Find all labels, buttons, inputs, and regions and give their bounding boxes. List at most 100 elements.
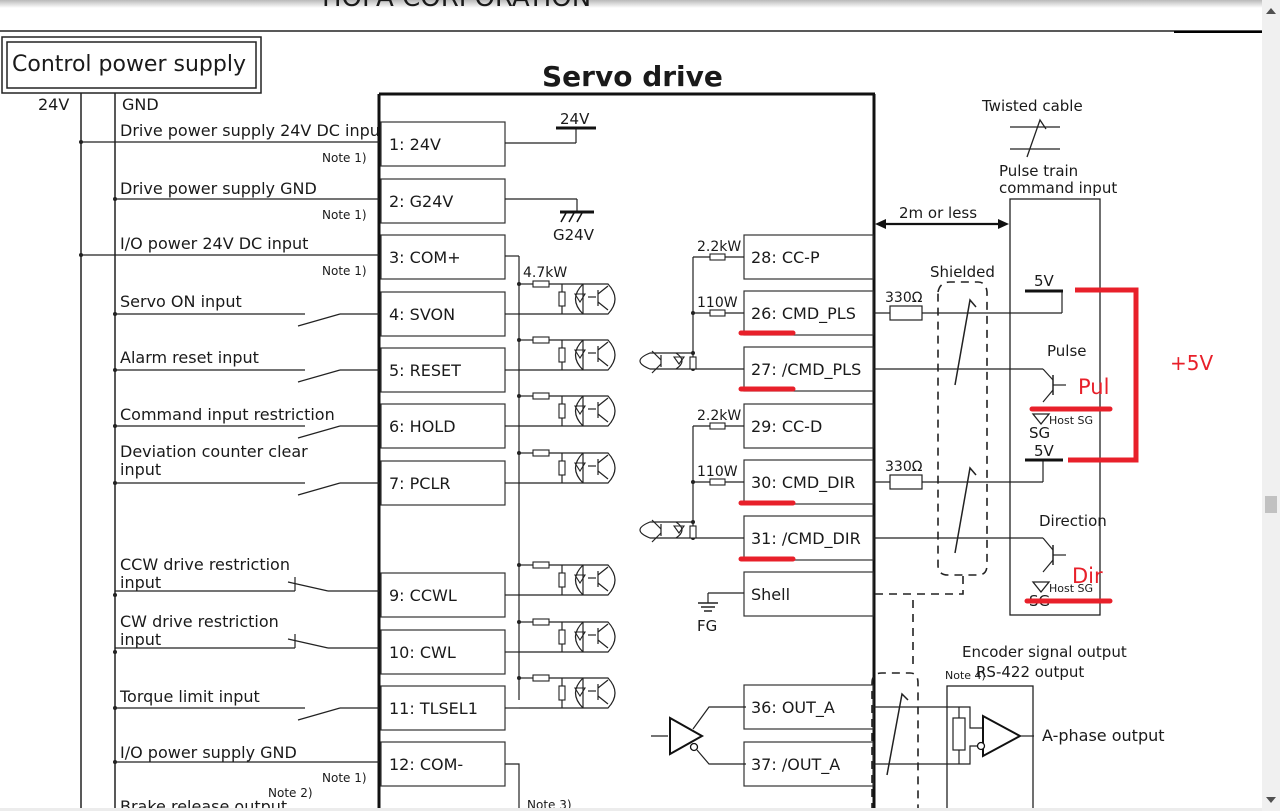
scroll-down-arrow-icon[interactable] (1266, 797, 1276, 803)
input-optocoupler (505, 336, 616, 371)
resistor-label: 2.2kW (697, 408, 741, 424)
connector-pin: 29: CC-D 2.2kW (693, 403, 874, 449)
pulse-train-label-1: Pulse train (999, 162, 1078, 180)
pin-label: 1: 24V (389, 135, 441, 154)
connector-pin: 9: CCWL (380, 572, 506, 618)
ground-g24v-text: G24V (553, 226, 595, 244)
input-optocoupler (505, 561, 616, 596)
vertical-scrollbar[interactable] (1262, 0, 1280, 811)
connector-pin: 11: TLSEL1 (380, 685, 506, 731)
signal-label: I/O power supply GND (120, 743, 297, 762)
pin-label: 3: COM+ (389, 248, 461, 267)
rail-gnd-label: GND (122, 95, 159, 114)
pin-label: 11: TLSEL1 (389, 699, 478, 718)
pul-annotation: Pul (1078, 375, 1109, 399)
direction-channel: 330Ω 5V Direction Host SG SG (873, 442, 1107, 610)
encoder-output-section: Encoder signal output RS-422 output Note… (527, 643, 1165, 811)
note-label: Note 1) (322, 208, 367, 222)
control-power-supply-label: Control power supply (12, 52, 246, 77)
supply-24v-text: 24V (560, 110, 590, 128)
scrollbar-thumb[interactable] (1265, 496, 1277, 513)
horizontal-scrollbar[interactable] (0, 808, 1262, 811)
host-sg-pulse-label: Host SG (1049, 414, 1093, 427)
twisted-cable-legend: Twisted cable Pulse train command input (981, 97, 1117, 197)
note-label: Note 1) (322, 771, 367, 785)
pin-label: 6: HOLD (389, 417, 456, 436)
signal-row: Drive power supply GND Note 1) 2: G24V (113, 178, 506, 224)
pulse-channel: 330Ω 5V Pulse Host SG SG (873, 272, 1093, 442)
input-optocoupler (505, 449, 616, 484)
connector-pin: 27: /CMD_PLS (743, 346, 874, 392)
connector-pin: 6: HOLD (380, 403, 506, 449)
sg-pulse-label: SG (1029, 424, 1050, 442)
pin-label: 12: COM- (389, 755, 463, 774)
input-optocoupler (505, 392, 616, 427)
host-sg-dir-label: Host SG (1049, 582, 1093, 595)
signal-label: Deviation counter clear (120, 442, 308, 461)
distance-arrow: 2m or less (875, 204, 1009, 229)
pin-label: 37: /OUT_A (751, 755, 840, 775)
signal-label-line2: input (120, 573, 161, 592)
connector-pin: 30: CMD_DIR 110W (693, 459, 874, 505)
twist-mark-pulse (954, 298, 977, 386)
pin-label: 2: G24V (389, 192, 453, 211)
direction-label: Direction (1039, 512, 1107, 530)
resistor-4-7k-label: 4.7kW (523, 265, 567, 281)
note-label: Note 2) (268, 786, 313, 800)
connector-pin: 3: COM+ (380, 234, 506, 280)
signal-row: Servo ON input 4: SVON (113, 291, 506, 337)
pin-label: 30: CMD_DIR (751, 473, 855, 493)
dir-annotation: Dir (1072, 564, 1103, 588)
fg-ground-symbol: FG (697, 592, 744, 635)
distance-label: 2m or less (899, 204, 977, 222)
signal-label: Drive power supply GND (120, 179, 317, 198)
input-optocoupler (505, 280, 616, 315)
signal-label: Servo ON input (120, 292, 242, 311)
pin-label: 4: SVON (389, 305, 455, 324)
resistor-label: 110W (697, 464, 738, 480)
signal-label: I/O power 24V DC input (120, 234, 308, 253)
connector-pin: 7: PCLR (380, 460, 506, 506)
resistor-label: 110W (697, 295, 738, 311)
signal-row: Alarm reset input 5: RESET (113, 347, 506, 393)
r330-pulse-label: 330Ω (885, 290, 923, 306)
connector-pin: 28: CC-P2.2kW (693, 234, 874, 280)
rail-24v-label: 24V (38, 95, 69, 114)
fg-label: FG (697, 617, 717, 635)
connector-pin: 37: /OUT_A (743, 741, 874, 787)
shielded-label: Shielded (930, 263, 995, 281)
connector-pin: 31: /CMD_DIR (743, 515, 874, 561)
r330-dir-label: 330Ω (885, 459, 923, 475)
receiver-optocoupler (639, 257, 744, 374)
input-optocoupler (505, 674, 616, 709)
connector-pin: 1: 24V (380, 121, 506, 167)
twisted-cable-label: Twisted cable (981, 97, 1083, 115)
a-phase-output-label: A-phase output (1042, 726, 1165, 745)
twist-mark-dir (954, 466, 977, 554)
company-name-cutoff: HOPA CORPORATION (322, 0, 591, 13)
signal-label: Alarm reset input (120, 348, 259, 367)
pin-label: 29: CC-D (751, 417, 822, 436)
control-power-supply-box: Control power supply (1, 36, 262, 94)
pin-label: 10: CWL (389, 643, 456, 662)
signal-label: CCW drive restriction (120, 555, 290, 574)
signal-label-line2: input (120, 630, 161, 649)
pin-label: 28: CC-P (751, 248, 820, 267)
pulse-train-label-2: command input (999, 179, 1117, 197)
pin-label: 5: RESET (389, 361, 461, 380)
pin-label: 36: OUT_A (751, 698, 835, 718)
connector-pin: 4: SVON (380, 291, 506, 337)
pin-label: 7: PCLR (389, 474, 451, 493)
servo-drive-title: Servo drive (542, 60, 723, 93)
connector-pin: 12: COM- (380, 741, 506, 787)
host-5v-dir-label: 5V (1034, 442, 1055, 460)
encoder-label-2: RS-422 output (976, 663, 1084, 681)
scroll-up-arrow-icon[interactable] (1266, 8, 1276, 14)
input-optocoupler (505, 618, 616, 653)
